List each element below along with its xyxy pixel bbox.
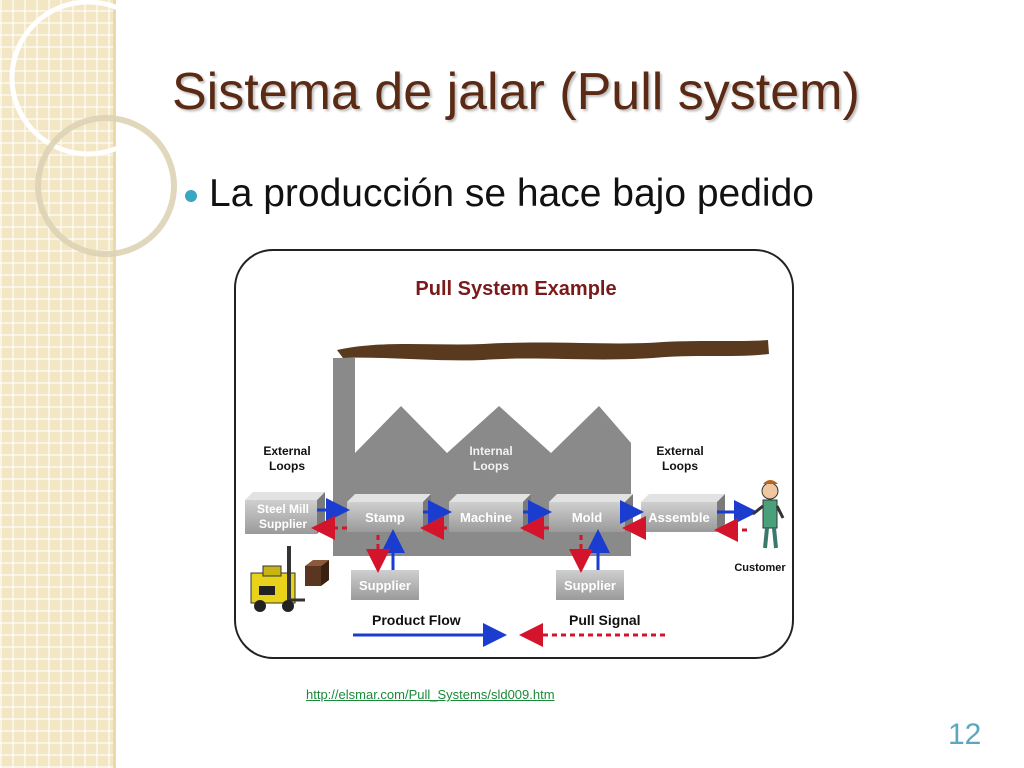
box-supplier-right: Supplier	[556, 570, 624, 600]
supplier-left-label: Supplier	[359, 578, 411, 593]
machine-label: Machine	[460, 510, 512, 525]
box-steel-mill-supplier: Steel Mill Supplier	[245, 492, 325, 534]
external-loops-left-line2: Loops	[269, 459, 305, 473]
box-supplier-left: Supplier	[351, 570, 419, 600]
steel-mill-label-line2: Supplier	[259, 517, 307, 531]
crate-icon	[305, 560, 329, 586]
decorative-circles	[9, 0, 177, 257]
stamp-label: Stamp	[365, 510, 405, 525]
internal-loops-line2: Loops	[473, 459, 509, 473]
decorative-side-strip	[0, 0, 113, 768]
slide-title: Sistema de jalar (Pull system)	[172, 63, 860, 121]
customer-label: Customer	[734, 562, 786, 574]
external-loops-right-line1: External	[656, 444, 703, 458]
steel-mill-label-line1: Steel Mill	[257, 502, 309, 516]
supplier-right-label: Supplier	[564, 578, 616, 593]
pull-system-diagram: Pull System Example External Loops Inter…	[234, 249, 794, 659]
legend-pull-signal-label: Pull Signal	[569, 612, 641, 628]
customer-person-icon	[752, 480, 785, 549]
internal-loops-line1: Internal	[469, 444, 512, 458]
box-machine: Machine	[449, 494, 531, 532]
side-strip-edge	[113, 0, 116, 768]
mold-label: Mold	[572, 510, 602, 525]
page-number: 12	[948, 718, 982, 751]
external-loops-left-line1: External	[263, 444, 310, 458]
external-loops-right-line2: Loops	[662, 459, 698, 473]
bullet-dot-icon	[185, 190, 197, 202]
smoke-icon	[337, 340, 769, 361]
box-assemble: Assemble	[641, 494, 725, 532]
box-mold: Mold	[549, 494, 633, 532]
assemble-label: Assemble	[648, 510, 709, 525]
bullet-item: La producción se hace bajo pedido	[185, 172, 814, 216]
box-stamp: Stamp	[347, 494, 431, 532]
forklift-icon	[250, 546, 305, 612]
source-link[interactable]: http://elsmar.com/Pull_Systems/sld009.ht…	[306, 687, 555, 702]
legend-product-flow-label: Product Flow	[372, 612, 461, 628]
diagram-title: Pull System Example	[415, 278, 616, 300]
bullet-text: La producción se hace bajo pedido	[209, 172, 814, 215]
